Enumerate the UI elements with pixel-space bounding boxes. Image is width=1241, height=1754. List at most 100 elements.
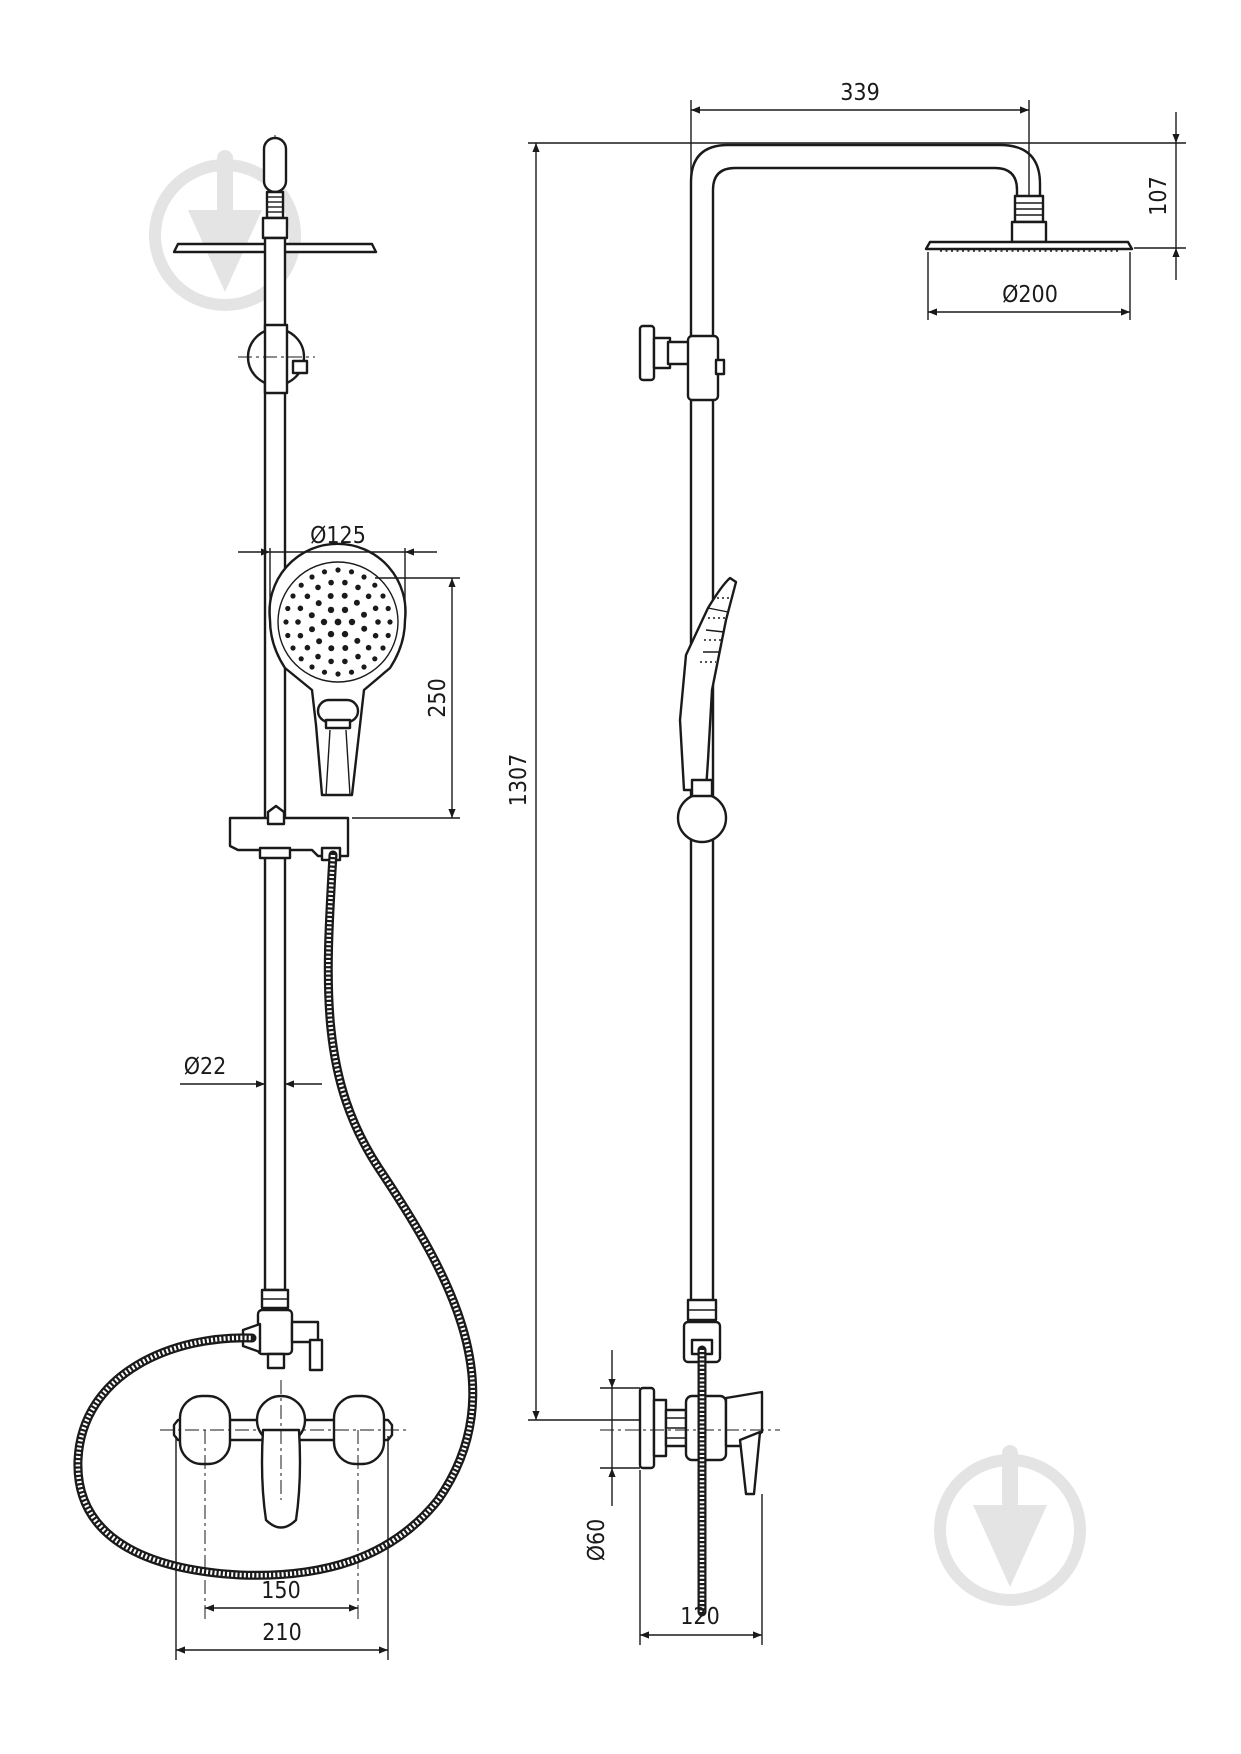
dim-label-rail-diameter: Ø22 bbox=[184, 1054, 227, 1080]
nozzle-dot bbox=[335, 567, 341, 573]
nozzle-dot bbox=[328, 579, 334, 586]
nozzle-dot bbox=[372, 656, 378, 662]
nozzle-dot bbox=[380, 645, 386, 651]
nozzle-dot bbox=[385, 605, 391, 612]
dim-label-mixer-width: 210 bbox=[262, 1620, 302, 1646]
dim-wall-projection: 120 bbox=[639, 1470, 763, 1645]
diverter-side bbox=[682, 1298, 722, 1364]
nozzle-dot bbox=[321, 569, 328, 575]
nozzle-dot bbox=[341, 592, 348, 599]
nozzle-dot bbox=[355, 653, 361, 660]
dim-label-total-height: 1307 bbox=[506, 754, 532, 807]
nozzle-dot bbox=[341, 606, 349, 614]
nozzle-dot bbox=[297, 632, 304, 639]
nozzle-dot bbox=[304, 644, 311, 651]
nozzle-dot bbox=[342, 658, 348, 665]
nozzle-dot bbox=[365, 593, 372, 600]
nozzle-dot bbox=[315, 653, 321, 660]
mixer-side bbox=[600, 1386, 780, 1496]
nozzle-dot bbox=[327, 606, 335, 614]
dim-label-hand-shower-diameter: Ø125 bbox=[310, 523, 366, 549]
nozzle-dot bbox=[328, 658, 334, 665]
nozzle-dot bbox=[315, 600, 322, 607]
dim-arm-drop: 107 bbox=[1134, 112, 1186, 280]
nozzle-dot bbox=[328, 645, 335, 652]
nozzle-dot bbox=[285, 605, 291, 612]
nozzle-dot bbox=[342, 579, 348, 586]
nozzle-dot bbox=[327, 630, 335, 638]
nozzle-dot bbox=[290, 645, 296, 651]
nozzle-dot bbox=[342, 645, 349, 651]
nozzle-dot bbox=[353, 599, 360, 606]
dim-label-wall-flange-diameter: Ø60 bbox=[584, 1519, 610, 1562]
dim-total-height: 1307 bbox=[506, 142, 1186, 1421]
nozzle-dot bbox=[341, 630, 349, 638]
slider-side bbox=[676, 778, 728, 844]
wall-bracket-side bbox=[638, 324, 726, 402]
hand-shower-nozzles bbox=[283, 567, 393, 677]
nozzle-dot bbox=[285, 632, 291, 639]
nozzle-dot bbox=[295, 619, 301, 625]
nozzle-dot bbox=[304, 593, 311, 600]
nozzle-dot bbox=[309, 626, 315, 633]
dim-wall-flange-diameter: Ø60 bbox=[584, 1350, 640, 1561]
nozzle-dot bbox=[316, 638, 323, 645]
dim-mixer-width: 210 bbox=[175, 1436, 389, 1660]
nozzle-dot bbox=[375, 619, 381, 625]
nozzle-dot bbox=[354, 637, 361, 644]
nozzle-dot bbox=[361, 664, 367, 670]
nozzle-dot bbox=[372, 605, 379, 612]
dim-label-wall-projection: 120 bbox=[680, 1604, 720, 1630]
nozzle-dot bbox=[308, 612, 315, 619]
dim-label-hand-shower-length: 250 bbox=[425, 678, 451, 718]
nozzle-dot bbox=[309, 574, 315, 580]
dim-label-arm-reach: 339 bbox=[840, 80, 880, 106]
nozzle-dot bbox=[335, 671, 341, 677]
watermark-logo-bottom-right bbox=[934, 1445, 1086, 1606]
dim-overhead-shower-diameter: Ø200 bbox=[927, 252, 1131, 320]
nozzle-dot bbox=[365, 644, 372, 651]
nozzle-dot bbox=[355, 584, 361, 591]
nozzle-dot bbox=[283, 619, 289, 625]
riser-rail-front bbox=[263, 236, 287, 1292]
dim-rail-diameter: Ø22 bbox=[180, 1054, 322, 1088]
nozzle-dot bbox=[320, 618, 328, 626]
diverter-front bbox=[241, 1288, 324, 1372]
nozzle-dot bbox=[385, 632, 391, 639]
mixer-front bbox=[160, 1380, 410, 1620]
nozzle-dot bbox=[361, 574, 367, 580]
dim-arm-reach: 339 bbox=[690, 80, 1030, 196]
dim-hand-shower-length: 250 bbox=[352, 577, 460, 819]
nozzle-dot bbox=[361, 625, 368, 632]
nozzle-dot bbox=[334, 618, 342, 626]
nozzle-dot bbox=[315, 584, 321, 591]
dim-label-connection-spacing: 150 bbox=[261, 1578, 301, 1604]
nozzle-dot bbox=[298, 582, 304, 588]
nozzle-dot bbox=[372, 582, 378, 588]
nozzle-dot bbox=[387, 619, 393, 625]
front-view bbox=[73, 135, 478, 1620]
nozzle-dot bbox=[361, 611, 367, 618]
dim-hand-shower-diameter: Ø125 bbox=[238, 523, 437, 618]
nozzle-dot bbox=[290, 593, 296, 599]
dim-label-arm-drop: 107 bbox=[1146, 176, 1172, 216]
nozzle-dot bbox=[321, 669, 328, 675]
nozzle-dot bbox=[327, 593, 334, 599]
side-view bbox=[600, 143, 1134, 1617]
overhead-shower-front bbox=[172, 136, 378, 254]
nozzle-dot bbox=[309, 664, 315, 670]
hand-shower-front bbox=[268, 542, 407, 797]
nozzle-dot bbox=[298, 656, 304, 662]
dim-label-overhead-shower-diameter: Ø200 bbox=[1002, 282, 1058, 308]
nozzle-dot bbox=[372, 632, 379, 639]
wall-bracket-front bbox=[238, 323, 315, 395]
overhead-shower-side bbox=[924, 240, 1134, 252]
nozzle-dot bbox=[348, 618, 356, 626]
slider-front bbox=[228, 804, 350, 862]
dim-connection-spacing: 150 bbox=[205, 1578, 358, 1612]
hand-shower-side bbox=[678, 576, 738, 792]
shower-hose bbox=[73, 850, 478, 1580]
riser-arm-side bbox=[689, 143, 1048, 1322]
nozzle-dot bbox=[297, 605, 304, 612]
